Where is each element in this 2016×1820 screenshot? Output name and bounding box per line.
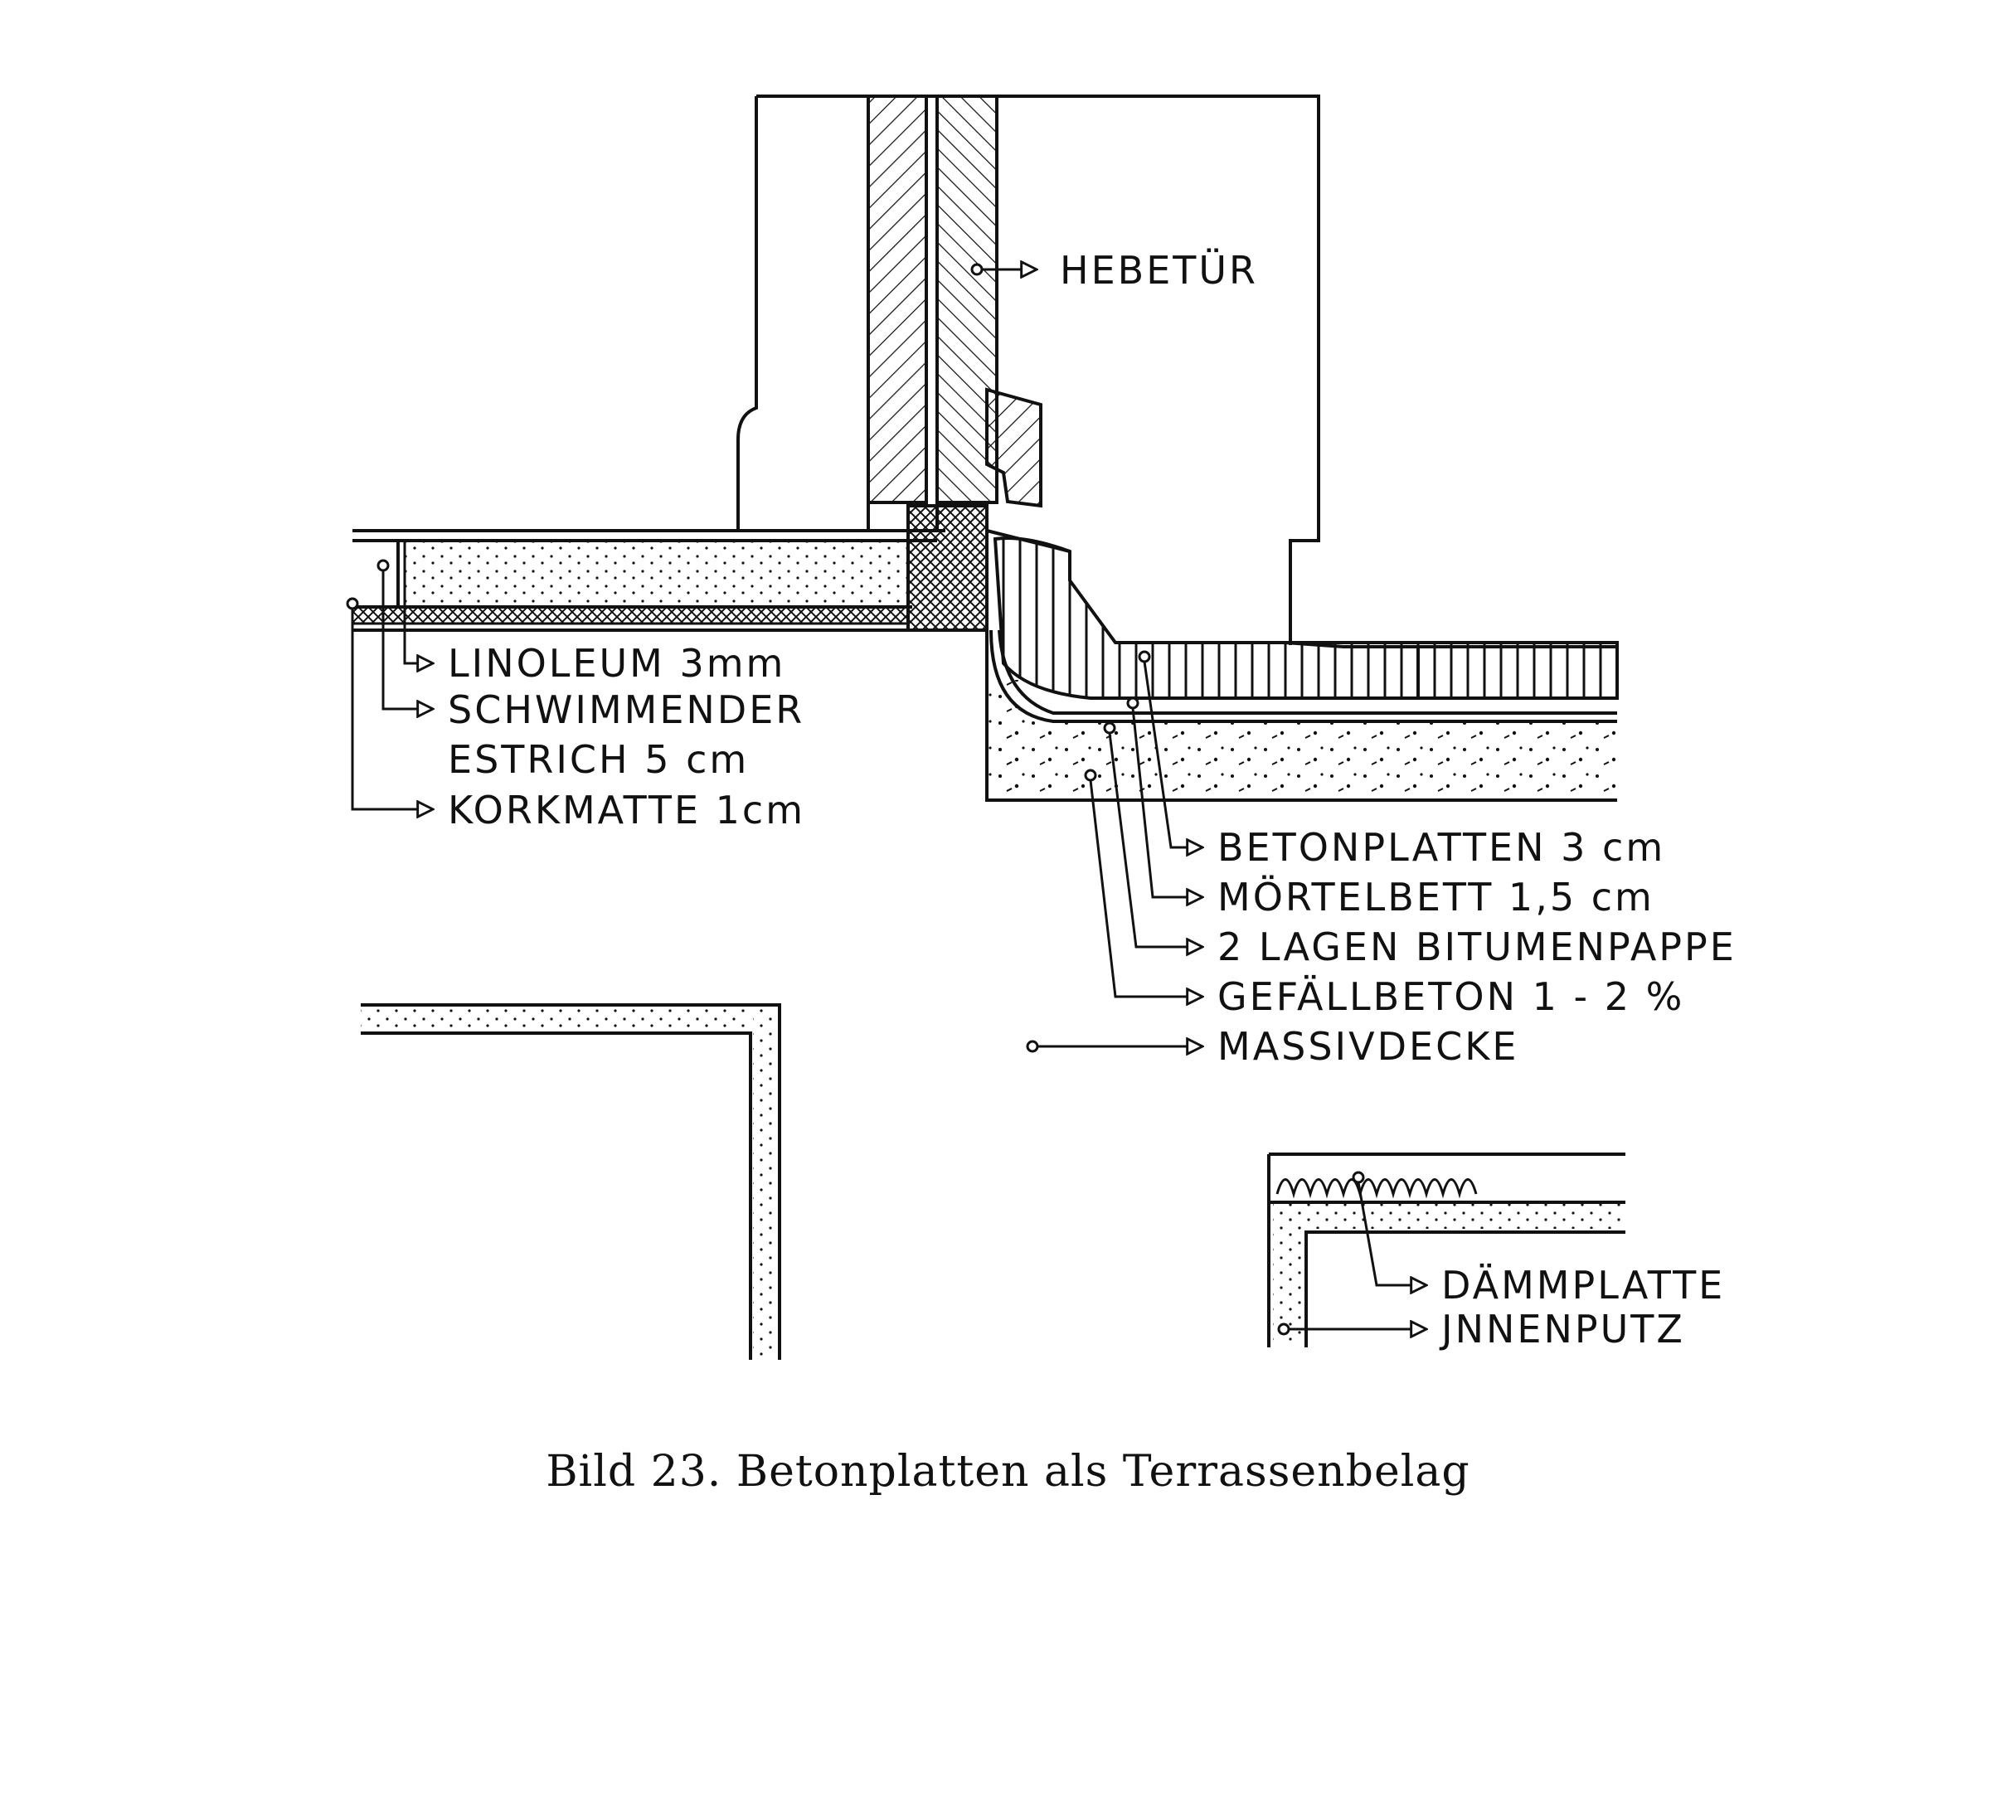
label-daemmplatte: DÄMMPLATTE — [1441, 1263, 1725, 1308]
wall-corner-left — [361, 1003, 781, 1360]
label-korkmatte: KORKMATTE 1cm — [448, 788, 805, 832]
label-estrich-line2: ESTRICH 5 cm — [448, 737, 749, 782]
leaders — [346, 265, 1426, 1334]
label-linoleum: LINOLEUM 3mm — [448, 641, 785, 686]
label-betonplatten: BETONPLATTEN 3 cm — [1217, 825, 1665, 870]
label-moertelbett: MÖRTELBETT 1,5 cm — [1217, 875, 1654, 920]
label-massivdecke: MASSIVDECKE — [1217, 1024, 1518, 1069]
label-gefaellbeton: GEFÄLLBETON 1 - 2 % — [1217, 974, 1684, 1019]
figure-caption: Bild 23. Betonplatten als Terrassenbelag — [546, 1447, 1470, 1497]
interior-floor — [351, 504, 989, 632]
terrace-floor — [985, 529, 1619, 802]
label-estrich-line1: SCHWIMMENDER — [448, 687, 804, 732]
wall-corner-right — [1267, 1153, 1625, 1347]
label-innenputz: JNNENPUTZ — [1439, 1307, 1685, 1352]
label-bitumenpappe: 2 LAGEN BITUMENPAPPE — [1217, 925, 1737, 969]
label-hebetuer: HEBETÜR — [1060, 248, 1258, 293]
